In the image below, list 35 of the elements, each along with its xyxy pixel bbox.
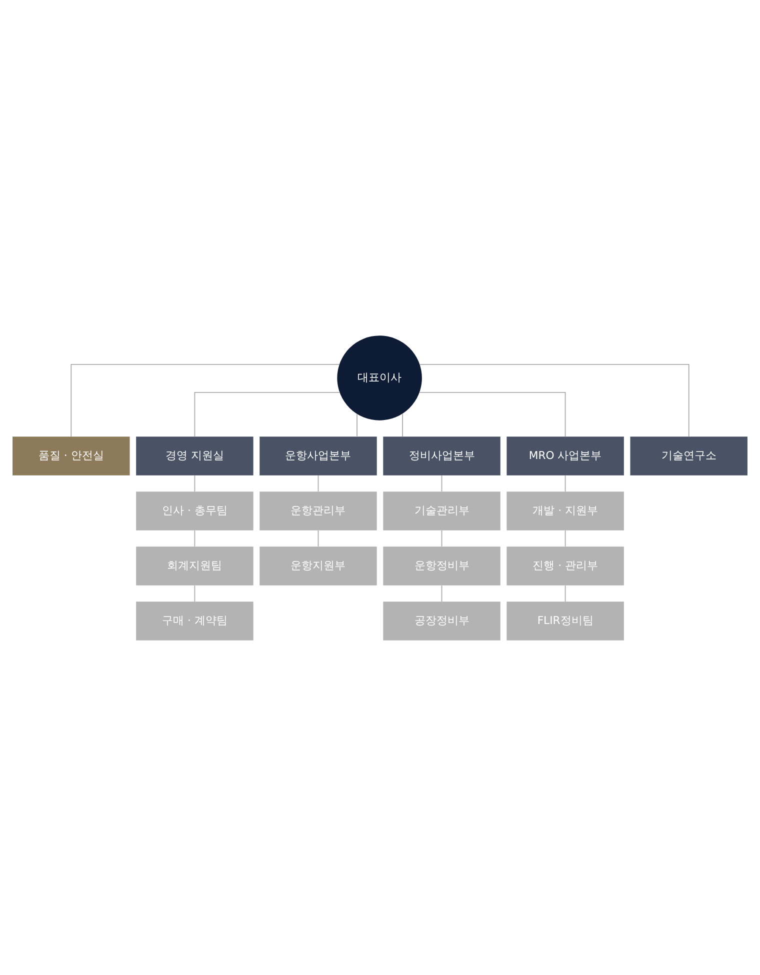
connector — [564, 530, 566, 546]
connector — [194, 474, 196, 492]
connector — [419, 391, 566, 437]
connector — [194, 530, 196, 546]
connector — [441, 584, 442, 602]
node-box: 기술연구소 — [630, 436, 748, 475]
node-circle: 대표이사 — [337, 335, 422, 420]
connector — [441, 474, 442, 492]
node-box: 품질 · 안전실 — [12, 436, 130, 475]
node-box: 구매 · 계약팀 — [136, 601, 254, 640]
node-box: 정비사업본부 — [383, 436, 500, 475]
node-box: 진행 · 관리부 — [506, 546, 624, 585]
node-box: 운항지원부 — [260, 546, 377, 585]
node-box: 경영 지원실 — [136, 436, 254, 475]
node-box: 기술관리부 — [383, 491, 500, 530]
connector — [318, 530, 319, 546]
connector — [194, 584, 196, 602]
connector — [420, 364, 690, 437]
node-box: 운항관리부 — [260, 491, 377, 530]
node-box: 인사 · 총무팀 — [136, 491, 254, 530]
connector — [70, 364, 340, 437]
node-box: 운항사업본부 — [260, 436, 377, 475]
connector — [564, 584, 566, 602]
connector — [318, 474, 319, 492]
node-box: 운항정비부 — [383, 546, 500, 585]
connector — [402, 412, 403, 437]
connector — [356, 413, 358, 436]
node-box: MRO 사업본부 — [506, 436, 624, 475]
connector — [564, 474, 566, 492]
node-box: 회계지원팀 — [136, 546, 254, 585]
node-box: FLIR정비팀 — [506, 601, 624, 640]
node-box: 공장정비부 — [383, 601, 500, 640]
connector — [441, 530, 442, 546]
connector — [194, 391, 340, 437]
node-box: 개발 · 지원부 — [506, 491, 624, 530]
